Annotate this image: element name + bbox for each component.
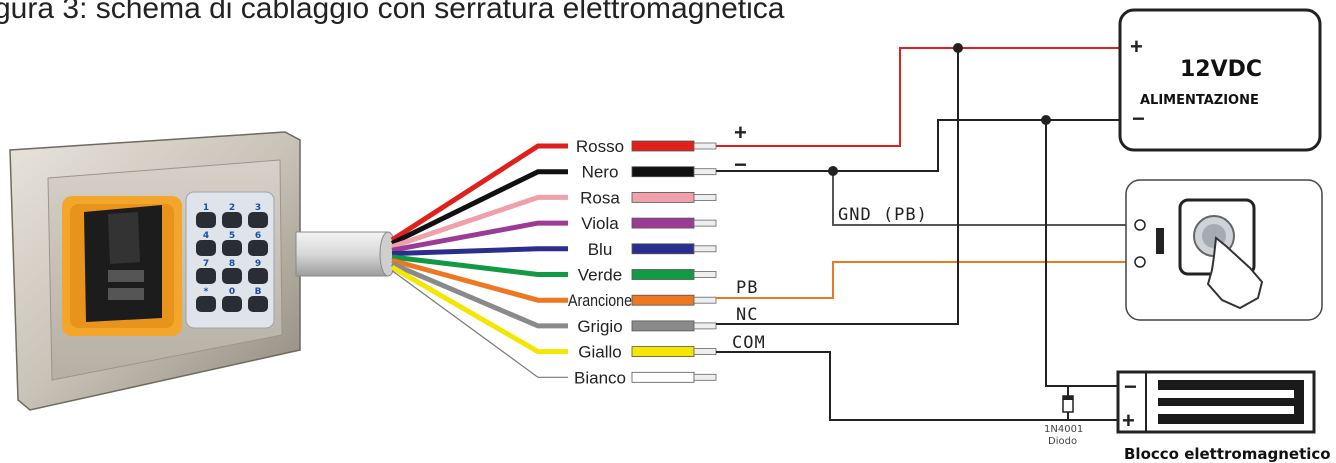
diode: 1N4001 Diodo: [1044, 395, 1083, 447]
minus-terminal-label: −: [734, 152, 747, 177]
wire-giallo: [390, 265, 717, 358]
psu-voltage: 12VDC: [1180, 57, 1262, 82]
keypad-key: 8: [222, 259, 242, 284]
nc-line: [716, 48, 959, 325]
com-line: [716, 351, 1118, 421]
nc-label: NC: [736, 305, 758, 325]
gnd-pb-label: GND (PB): [838, 205, 928, 225]
keypad: 1 2 3 4 5 6 7 8 9 * 0 B: [185, 191, 275, 329]
wire-bianco: [391, 270, 717, 383]
lock-name: Blocco elettromagnetico: [1124, 445, 1331, 463]
keypad-key: 5: [222, 231, 242, 256]
wire-label-giallo: Giallo: [578, 343, 621, 362]
power-minus-line: [716, 119, 1120, 172]
wire-blu: [391, 243, 717, 257]
svg-text:5: 5: [229, 231, 235, 241]
wire-label-blu: Blu: [588, 240, 613, 259]
power-plus-line: [716, 47, 1120, 147]
wire-label-verde: Verde: [578, 266, 622, 285]
svg-text:6: 6: [255, 231, 261, 241]
cable-jacket: [295, 231, 397, 277]
wire-rosa: [391, 191, 717, 250]
svg-text:*: *: [204, 287, 209, 297]
diode-part: 1N4001: [1044, 424, 1083, 435]
svg-text:B: B: [255, 287, 262, 297]
pb-line: [716, 261, 1130, 299]
keypad-key: 0: [222, 287, 242, 312]
wire-label-arancione: Arancione: [568, 291, 632, 310]
svg-text:4: 4: [203, 231, 209, 241]
svg-text:3: 3: [255, 203, 261, 213]
wire-label-viola: Viola: [581, 214, 619, 233]
wire-label-bianco: Bianco: [574, 368, 626, 387]
wire-rosso: [390, 140, 717, 243]
fingerprint-reader: 1 2 3 4 5 6 7 8 9 * 0 B: [9, 131, 301, 411]
keypad-key: 4: [196, 231, 216, 256]
electromagnetic-lock: − + Blocco elettromagnetico: [1116, 370, 1331, 463]
keypad-key: 1: [196, 203, 216, 228]
svg-text:0: 0: [229, 287, 235, 297]
junction-dots: [828, 43, 1051, 176]
pb-label: PB: [736, 278, 758, 298]
wire-label-nero: Nero: [582, 163, 619, 182]
keypad-key: B: [248, 287, 268, 312]
psu-name: ALIMENTAZIONE: [1140, 93, 1259, 108]
gnd-pb-line: [832, 171, 1130, 226]
keypad-key: 3: [248, 203, 268, 228]
wire-label-rosa: Rosa: [580, 188, 620, 207]
plus-terminal-label: +: [734, 120, 747, 145]
diode-name: Diodo: [1048, 436, 1077, 447]
push-button: [1125, 179, 1323, 321]
svg-text:8: 8: [229, 259, 235, 269]
lock-minus-label: −: [1124, 374, 1137, 399]
lock-minus-line: [1045, 120, 1118, 387]
hand-pointer-icon: [1206, 236, 1264, 310]
com-label: COM: [732, 333, 766, 353]
fingerprint-sensor-icon: [62, 196, 182, 336]
wire-grigio: [391, 261, 717, 332]
svg-text:1: 1: [203, 203, 209, 213]
wire-label-grigio: Grigio: [577, 317, 622, 336]
svg-text:2: 2: [229, 203, 235, 213]
psu-minus-label: −: [1132, 106, 1145, 131]
keypad-key: 6: [248, 231, 268, 256]
keypad-key: 9: [248, 259, 268, 284]
connection-lines: [716, 47, 1130, 421]
wire-label-rosso: Rosso: [576, 137, 624, 156]
keypad-key: 2: [222, 203, 242, 228]
keypad-key: *: [196, 287, 216, 312]
svg-text:9: 9: [255, 259, 261, 269]
wire-viola: [391, 217, 717, 253]
psu-plus-label: +: [1130, 34, 1143, 59]
wire-verde: [391, 254, 717, 280]
keypad-key: 7: [196, 259, 216, 284]
svg-text:7: 7: [203, 259, 209, 269]
lock-plus-label: +: [1122, 408, 1135, 433]
power-supply: + − 12VDC ALIMENTAZIONE: [1118, 8, 1322, 152]
wire-arancione: [391, 257, 717, 306]
page-caption: gura 3: schema di cablaggio con serratur…: [0, 0, 785, 25]
